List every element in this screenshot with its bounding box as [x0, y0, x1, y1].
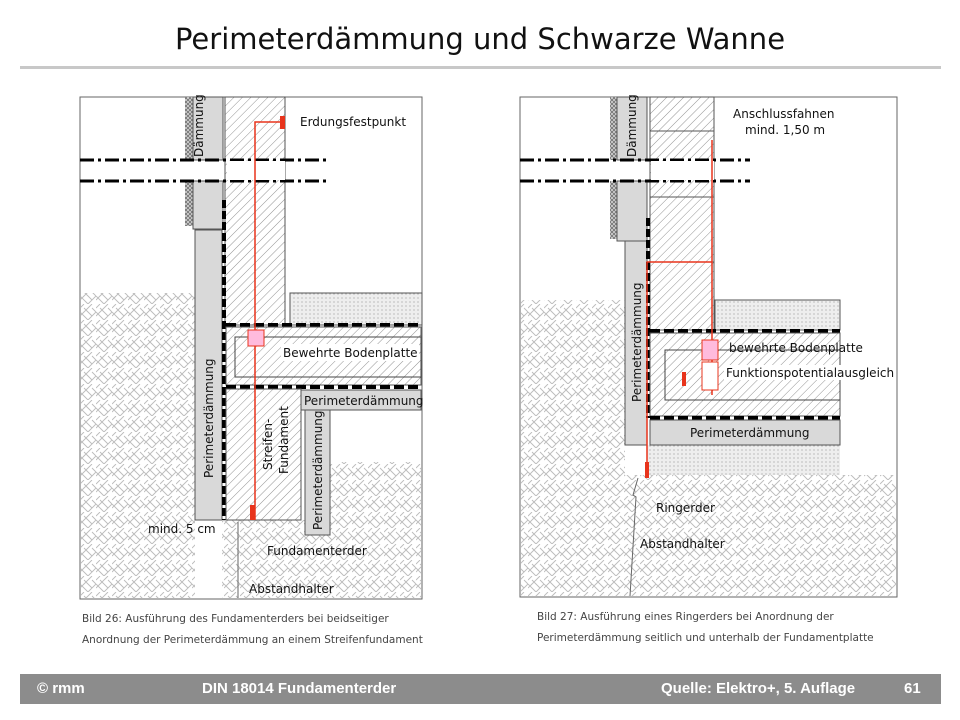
footer-source: Quelle: Elektro+, 5. Auflage — [661, 680, 856, 697]
label-abstandhalter: Abstandhalter — [640, 537, 725, 551]
caption-line: Bild 27: Ausführung eines Ringerders bei… — [537, 611, 834, 623]
break-gap — [227, 161, 285, 180]
label-fundamenterder: Fundamenterder — [267, 544, 367, 558]
label-perimeter-horizontal: Perimeterdämmung — [304, 394, 424, 408]
footer-topic: DIN 18014 Fundamenterder — [202, 680, 397, 697]
insulation — [616, 180, 648, 242]
perimeter-insulation-inner — [304, 409, 331, 536]
insulation — [192, 180, 224, 230]
perimeter-insulation-horizontal — [649, 419, 841, 446]
label-erdungsfestpunkt: Erdungsfestpunkt — [300, 115, 406, 129]
render-layer — [185, 181, 193, 226]
label-fundament: Fundament — [277, 406, 291, 474]
render-layer — [610, 97, 617, 160]
caption-line: Anordnung der Perimeterdämmung an einem … — [82, 634, 423, 646]
earth-conductor — [254, 121, 282, 520]
connector-icon — [247, 329, 265, 347]
label-bodenplatte: Bewehrte Bodenplatte — [283, 346, 418, 360]
spacer — [629, 477, 639, 597]
label-perimeter-vertical: Perimeterdämmung — [630, 282, 644, 402]
caption-line: Perimeterdämmung seitlich und unterhalb … — [537, 632, 874, 644]
footer: © rmm DIN 18014 Fundamenterder Quelle: E… — [20, 674, 941, 704]
soil — [330, 462, 421, 522]
figure-right: Dämmung Anschlussfahnen mind. 1,50 m bew… — [519, 94, 898, 598]
insulation — [616, 96, 648, 161]
floor-layers — [289, 292, 423, 326]
label-bodenplatte: bewehrte Bodenplatte — [729, 341, 863, 355]
label-streifen: Streifen- — [261, 419, 275, 470]
label-perimeter-horizontal: Perimeterdämmung — [690, 426, 810, 440]
figure-left: Dämmung Erdungsfestpunkt Bewehrte Bodenp… — [79, 94, 424, 600]
label-ringerder: Ringerder — [656, 501, 715, 515]
wall — [649, 96, 715, 331]
render-layer — [610, 181, 617, 239]
label-bg — [724, 365, 856, 380]
label-perimeter-inner: Perimeterdämmung — [311, 410, 325, 530]
label-bg — [281, 344, 419, 361]
insulation — [192, 96, 224, 161]
page-number: 61 — [904, 680, 921, 697]
caption-line: Bild 26: Ausführung des Fundamenterders … — [82, 613, 389, 625]
floor-layers — [714, 299, 841, 331]
caption-right: Bild 27: Ausführung eines Ringerders bei… — [537, 607, 874, 649]
reinforcement — [234, 336, 422, 378]
footer-copyright: © rmm — [37, 680, 85, 697]
potential-bar — [682, 372, 686, 386]
label-mind-5cm: mind. 5 cm — [148, 522, 216, 536]
title-divider — [20, 66, 941, 69]
gravel — [647, 445, 840, 475]
soil — [521, 300, 625, 596]
label-mind-150m: mind. 1,50 m — [745, 123, 825, 137]
connector-icon — [701, 361, 719, 391]
break-gap — [651, 161, 714, 180]
perimeter-insulation-vertical — [194, 229, 223, 521]
label-funktionspotentialausgleich: Funktionspotentialausgleich — [726, 366, 894, 380]
perimeter-insulation-horizontal — [300, 389, 422, 411]
label-daemmung: Dämmung — [625, 94, 639, 157]
label-daemmung: Dämmung — [192, 94, 206, 157]
strip-foundation — [225, 388, 302, 521]
soil — [625, 475, 896, 596]
ring-earth-conductor — [646, 261, 712, 478]
render-layer — [185, 97, 193, 160]
label-perimeter-vertical: Perimeterdämmung — [202, 358, 216, 478]
caption-left: Bild 26: Ausführung des Fundamenterders … — [82, 609, 423, 651]
soil — [81, 293, 195, 598]
earth-terminal-icon — [280, 116, 285, 129]
label-anschlussfahnen: Anschlussfahnen — [733, 107, 835, 121]
ring-electrode — [645, 462, 649, 478]
slide-title: Perimeterdämmung und Schwarze Wanne — [174, 22, 786, 56]
label-abstandhalter: Abstandhalter — [249, 582, 334, 596]
earth-electrode — [250, 505, 255, 520]
connector-icon — [701, 339, 719, 361]
